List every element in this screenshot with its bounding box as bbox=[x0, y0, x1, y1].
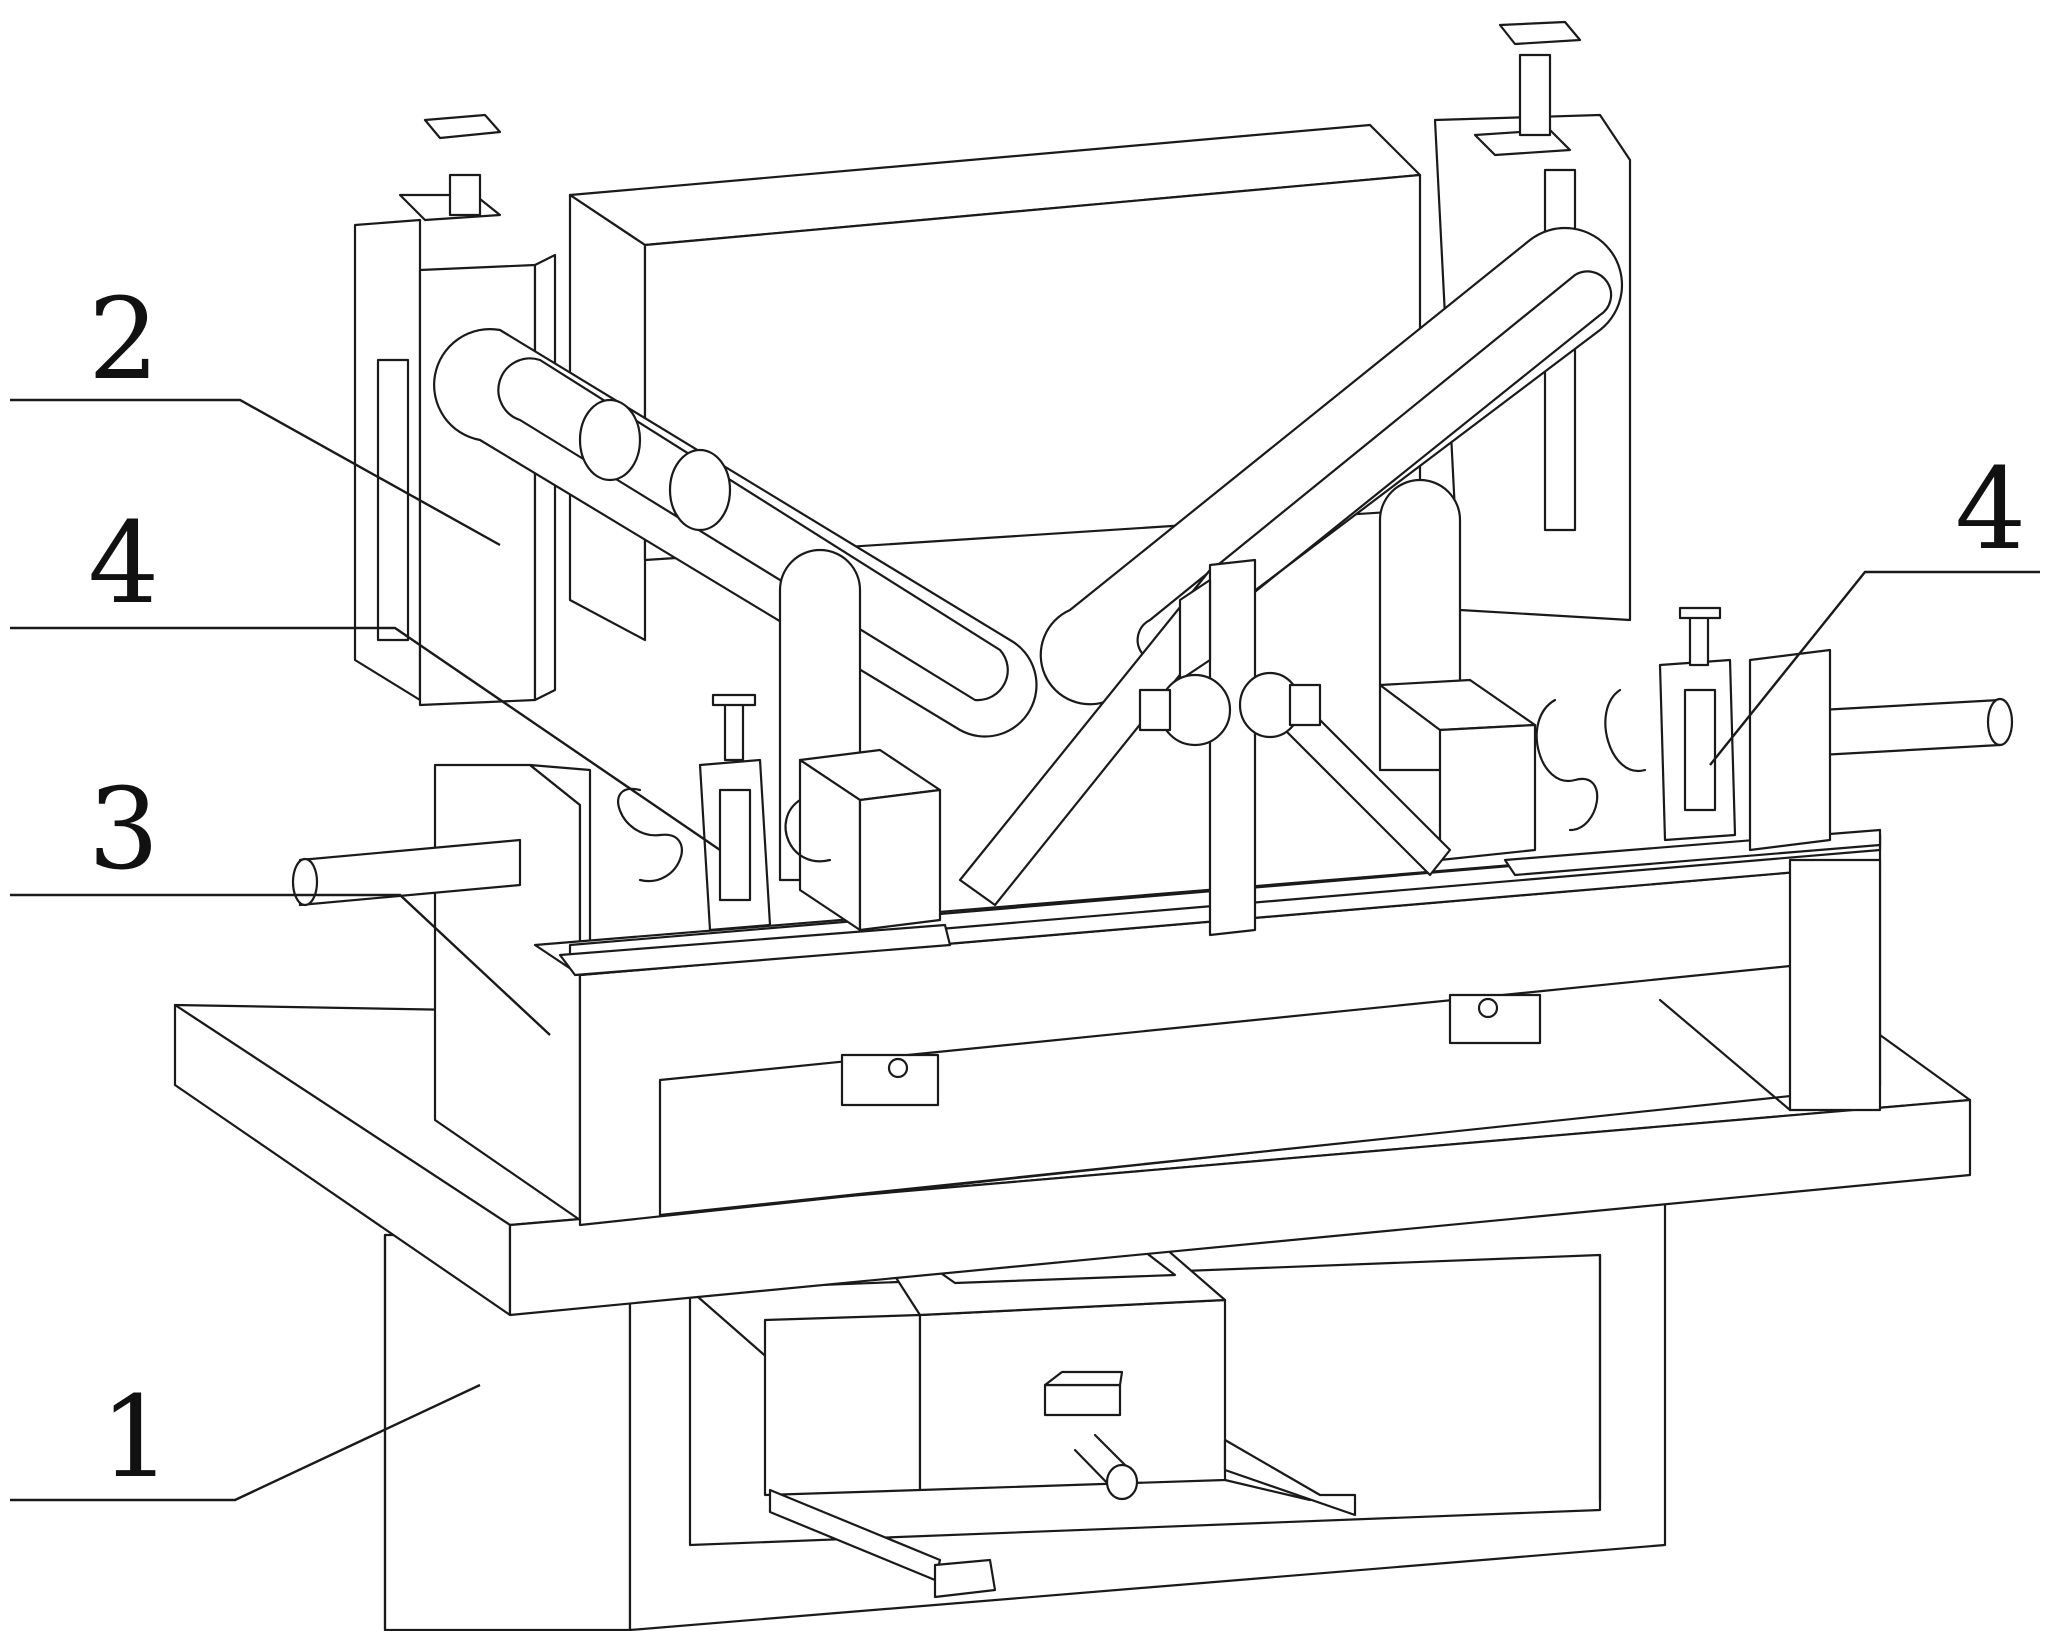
leader-lines bbox=[10, 398, 2040, 1502]
label-part-4-right: 4 bbox=[1955, 445, 2026, 575]
cross-bars bbox=[958, 568, 1452, 907]
label-part-4-left: 4 bbox=[88, 499, 159, 629]
centre-column bbox=[1138, 558, 1322, 937]
right-slotted-arm bbox=[1039, 226, 1624, 706]
base-frame bbox=[383, 1193, 1667, 1631]
posts bbox=[778, 478, 1537, 932]
label-part-1: 1 bbox=[100, 1373, 171, 1503]
label-part-3: 3 bbox=[88, 765, 159, 895]
left-slotted-arm bbox=[433, 328, 1038, 738]
left-clamp bbox=[617, 693, 832, 932]
back-block bbox=[568, 123, 1422, 642]
label-part-2: 2 bbox=[88, 275, 159, 405]
shafts bbox=[291, 648, 2014, 907]
part-labels: 2 4 3 1 4 bbox=[88, 275, 2026, 1503]
right-clamp bbox=[1535, 606, 1737, 842]
